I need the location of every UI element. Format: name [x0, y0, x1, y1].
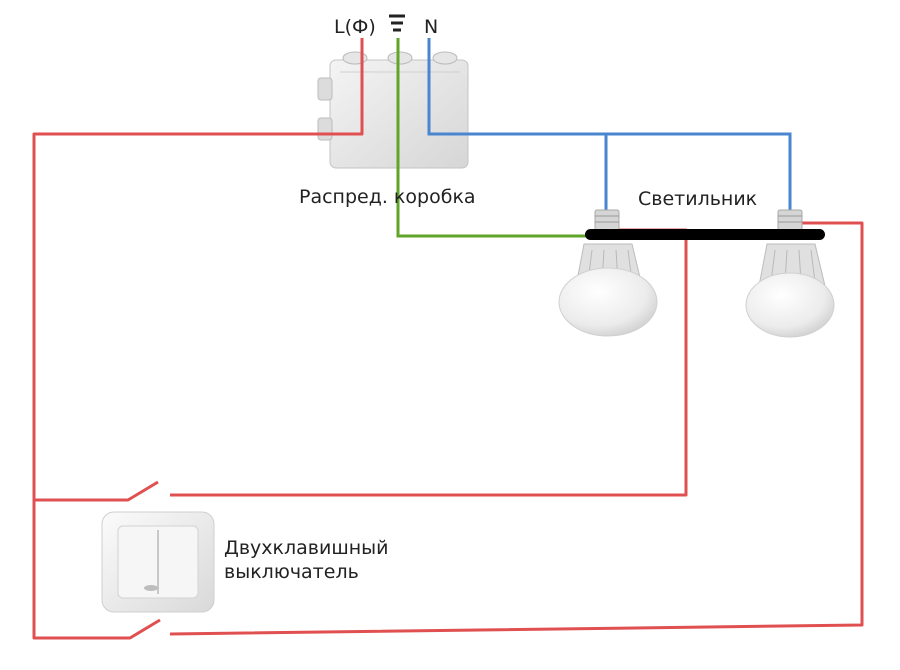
junction-box-label: Распред. коробка: [299, 186, 476, 208]
phase-label: L(Ф): [334, 16, 376, 38]
neutral-label: N: [424, 16, 439, 38]
phase-wire-switch-top: [34, 480, 159, 502]
ground-wire: [396, 38, 590, 238]
ground-icon: [389, 14, 405, 32]
switch-label-line2: выключатель: [224, 561, 359, 583]
lamp-label: Светильник: [638, 188, 758, 210]
phase-wire-lamp2: [169, 221, 864, 636]
junction-box-icon: [317, 51, 469, 169]
switch-label-line1: Двухклавишный: [224, 537, 389, 559]
neutral-wire: [427, 38, 792, 212]
switch-label: Двухклавишный выключатель: [224, 536, 389, 584]
led-bulb-icon: [558, 209, 658, 337]
led-bulb-icon: [745, 209, 835, 338]
lamp-fixture-bar: [585, 229, 825, 240]
double-rocker-switch-icon: [101, 511, 215, 613]
